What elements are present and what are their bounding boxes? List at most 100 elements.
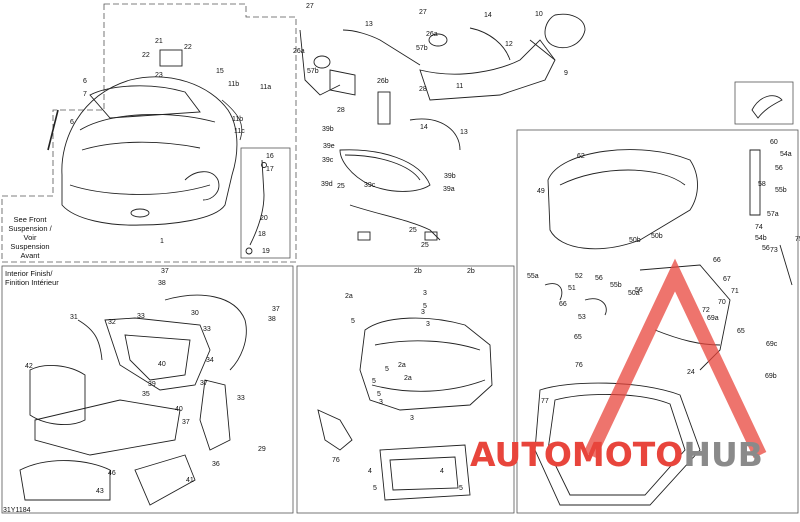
callout-interior-4: 32 [108,319,116,326]
callout-frame-6: 5 [423,303,427,310]
callout-interior-6: 33 [203,326,211,333]
callout-frame-10: 5 [372,378,376,385]
suspension-parts [245,159,267,255]
callout-center-0: 39b [322,126,334,133]
callout-main-15: 20 [260,215,268,222]
callout-top-13: 9 [564,70,568,77]
callout-main-16: 18 [258,231,266,238]
license-plate-22 [159,49,183,67]
trim-39-drawing [339,149,441,241]
callout-frame-0: 2a [345,293,353,300]
callout-right-36: 77 [541,398,549,405]
callout-right-12: 73 [770,247,778,254]
callout-interior-16: 46 [108,470,116,477]
callout-frame-14: 3 [410,415,414,422]
callout-right-26: 51 [568,285,576,292]
callout-top-10: 57b [416,45,428,52]
callout-interior-22: 37 [182,419,190,426]
callout-top-8: 27 [419,9,427,16]
callout-frame-5: 3 [421,309,425,316]
callout-frame-13: 3 [379,399,383,406]
callout-right-19: 72 [702,307,710,314]
callout-interior-0: 37 [161,268,169,275]
callout-right-10: 74 [755,224,763,231]
callout-center-1: 39e [323,143,335,150]
callout-right-11: 54b [755,235,767,242]
callout-main-11: 11c [234,128,245,135]
callout-center-6: 39b [444,173,456,180]
callout-interior-11: 39 [148,381,156,388]
callout-right-0: 62 [577,153,585,160]
callout-right-35: 76 [575,362,583,369]
callout-right-29: 55b [610,282,622,289]
cable-11 [221,99,243,141]
interior-finish-title-line-2: Finition Intérieur [5,278,59,287]
callout-main-14: 17 [266,166,274,173]
callout-top-14: 28 [419,86,427,93]
front-body-drawing [61,76,238,226]
callout-right-23: 69b [765,373,777,380]
callout-frame-9: 2a [398,362,406,369]
callout-right-17: 71 [731,288,739,295]
callout-main-12: 1 [160,238,164,245]
callout-interior-20: 37 [272,306,280,313]
callout-right-22: 69c [766,341,778,348]
watermark-text: AUTOMOTOHUB [470,435,763,474]
front-suspension-note-line-3: Voir [24,233,37,242]
support-rod-6 [47,109,59,151]
callout-interior-7: 34 [206,357,214,364]
callout-main-17: 19 [262,248,270,255]
callout-main-7: 15 [216,68,224,75]
callout-top-4: 26b [377,78,389,85]
callout-top-0: 27 [306,3,314,10]
callout-top-1: 13 [365,21,373,28]
callout-interior-19: 38 [268,316,276,323]
callout-frame-2: 2b [467,268,475,275]
callout-frame-18: 4 [440,468,444,475]
item-77-drawing [751,95,783,119]
callout-right-21: 65 [737,328,745,335]
callout-right-32: 66 [559,301,567,308]
callout-main-0: 6 [83,78,87,85]
callout-frame-16: 4 [368,468,372,475]
callout-main-5: 22 [142,52,150,59]
callout-top-12: 10 [535,11,543,18]
callout-interior-10: 42 [25,363,33,370]
watermark-triangle [583,258,767,458]
front-suspension-note-line-2: Suspension / [8,224,52,233]
watermark-moto: MOTO [572,435,683,474]
callout-main-9: 11a [260,84,271,91]
callout-right-28: 56 [595,275,603,282]
callout-top-6: 11 [456,83,463,90]
interior-finish-panel [1,265,294,514]
callout-interior-18: 41 [186,477,194,484]
callout-frame-12: 5 [377,391,381,398]
callout-frame-8: 5 [385,366,389,373]
callout-main-8: 11b [228,81,239,88]
callout-main-1: 7 [83,91,87,98]
interior-parts [19,294,247,506]
watermark-hub: HUB [683,435,763,474]
callout-top-9: 26a [426,31,438,38]
interior-finish-title-line-1: Interior Finish/ [5,269,53,278]
callout-center-2: 39c [322,157,334,164]
callout-right-1: 50b [651,233,663,240]
watermark-logo: AUTOMOTOHUB [470,258,767,474]
suspension-inset [240,147,291,259]
front-suspension-note-line-4: Suspension [10,242,49,251]
callout-interior-2: 30 [191,310,199,317]
callout-top-15: 14 [420,124,428,131]
callout-interior-13: 36 [212,461,220,468]
callout-interior-17: 43 [96,488,104,495]
callout-center-7: 39a [443,186,455,193]
callout-right-2: 49 [537,188,545,195]
callout-main-2: 6 [70,119,74,126]
callout-frame-11: 2a [404,375,412,382]
callout-interior-21: 33 [237,395,245,402]
frame-drawing [317,317,493,501]
callout-top-7: 14 [484,12,492,19]
callout-interior-5: 31 [70,314,78,321]
item-77-inset [734,81,794,125]
